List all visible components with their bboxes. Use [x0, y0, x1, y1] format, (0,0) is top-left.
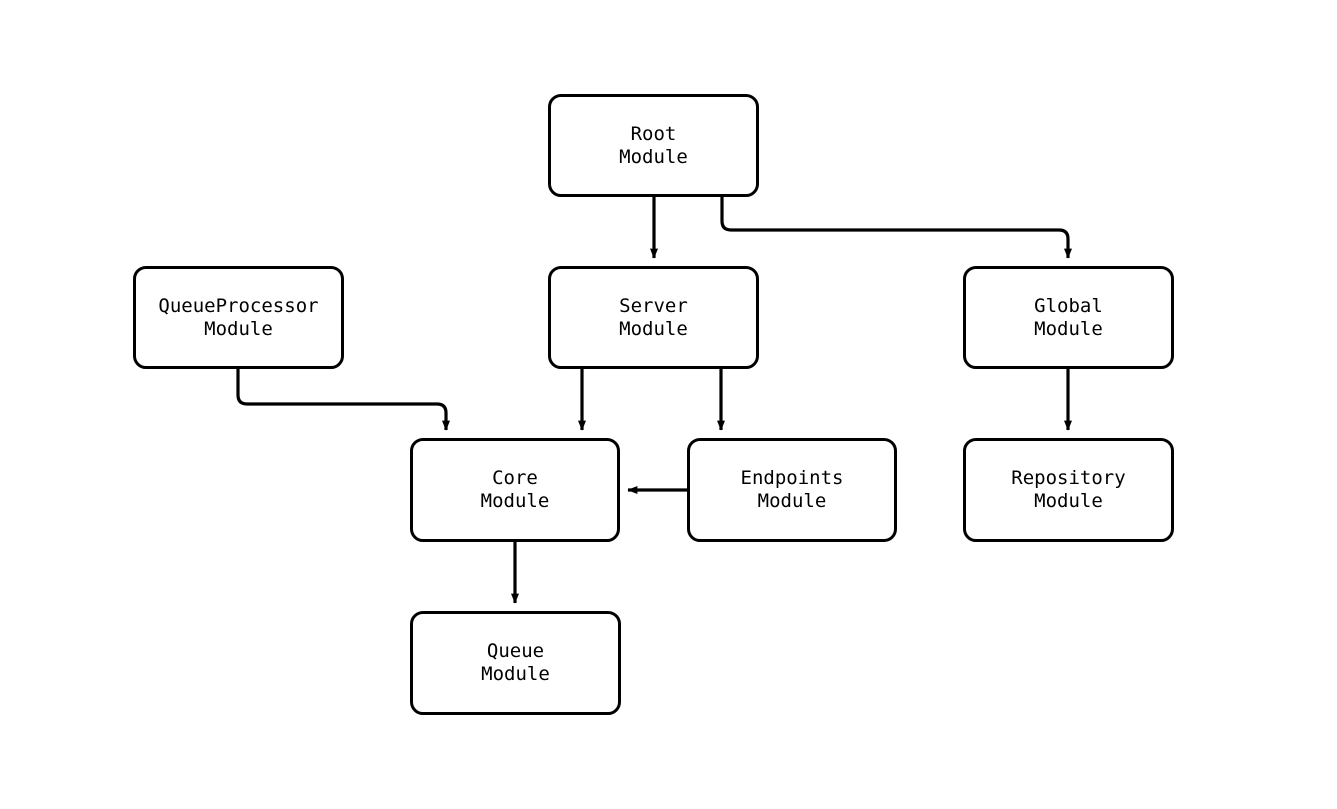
- node-queue-module-label: Queue Module: [481, 640, 550, 685]
- node-global-module-label: Global Module: [1034, 294, 1103, 340]
- node-server-module-label: Server Module: [619, 294, 688, 340]
- node-server-module[interactable]: Server Module: [548, 266, 759, 369]
- edge-queueprocessor-to-core: [236, 369, 450, 431]
- node-endpoints-module[interactable]: Endpoints Module: [687, 438, 897, 542]
- node-repository-module-label: Repository Module: [1011, 467, 1126, 512]
- node-global-module[interactable]: Global Module: [963, 266, 1174, 369]
- node-queueprocessor-module[interactable]: QueueProcessor Module: [133, 266, 344, 369]
- node-core-module[interactable]: Core Module: [410, 438, 620, 542]
- node-root-module[interactable]: Root Module: [548, 94, 759, 197]
- node-core-module-label: Core Module: [480, 467, 550, 512]
- node-repository-module[interactable]: Repository Module: [963, 438, 1174, 542]
- node-endpoints-module-label: Endpoints Module: [740, 467, 844, 512]
- edge-root-to-global: [720, 197, 1072, 259]
- node-queueprocessor-module-label: QueueProcessor Module: [158, 294, 319, 340]
- node-queue-module[interactable]: Queue Module: [410, 611, 621, 715]
- node-root-module-label: Root Module: [619, 122, 688, 168]
